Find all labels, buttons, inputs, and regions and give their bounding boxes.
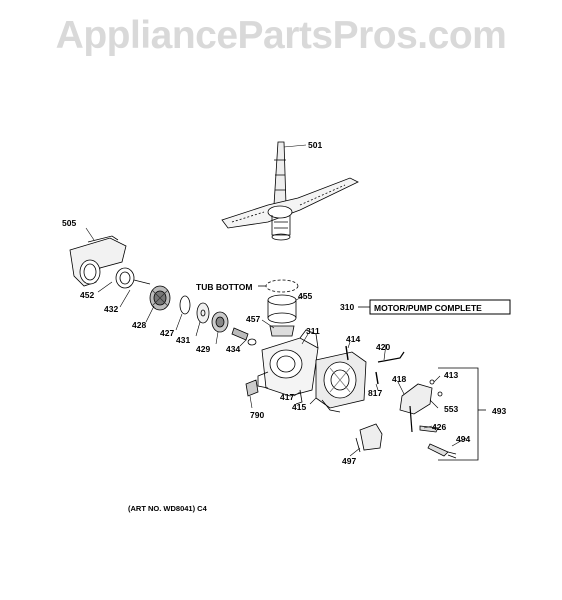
bracket-418-drawing — [399, 379, 443, 433]
tub-bottom-label: TUB BOTTOM — [196, 282, 253, 292]
disc-431-drawing — [196, 302, 210, 324]
impeller-428-drawing — [149, 285, 171, 311]
tub-bottom-ring — [265, 279, 299, 293]
part-number-431: 431 — [176, 335, 190, 345]
part-number-493: 493 — [492, 406, 506, 416]
shaft-434-drawing — [231, 327, 257, 346]
part-number-434: 434 — [226, 344, 240, 354]
part-number-553: 553 — [444, 404, 458, 414]
part-number-432: 432 — [104, 304, 118, 314]
part-number-505: 505 — [62, 218, 76, 228]
part-number-817: 817 — [368, 388, 382, 398]
part-number-414: 414 — [346, 334, 360, 344]
pump-body-311-drawing — [257, 329, 319, 405]
part-number-452: 452 — [80, 290, 94, 300]
motor-pump-number: 310 — [340, 302, 354, 312]
part-number-427: 427 — [160, 328, 174, 338]
seal-455-drawing — [267, 294, 297, 337]
part-number-426: 426 — [432, 422, 446, 432]
ring-427-drawing — [179, 295, 191, 315]
part-number-428: 428 — [132, 320, 146, 330]
housing-505-drawing — [69, 235, 151, 289]
motor-drawing — [315, 351, 367, 413]
group-493-bracket — [438, 367, 479, 461]
bracket-790-drawing — [245, 379, 259, 397]
part-number-413: 413 — [444, 370, 458, 380]
leader-lines — [85, 144, 467, 457]
part-number-501: 501 — [308, 140, 322, 150]
part-number-311: 311 — [306, 326, 320, 336]
part-number-497: 497 — [342, 456, 356, 466]
part-number-429: 429 — [196, 344, 210, 354]
part-number-417: 417 — [280, 392, 294, 402]
part-number-415: 415 — [292, 402, 306, 412]
watermark-text: AppliancePartsPros.com — [55, 14, 507, 57]
spray-arm-501-drawing — [221, 141, 359, 241]
switch-497-drawing — [355, 423, 383, 453]
part-number-790: 790 — [250, 410, 264, 420]
part-number-455: 455 — [298, 291, 312, 301]
part-number-457: 457 — [246, 314, 260, 324]
motor-pump-complete-label: MOTOR/PUMP COMPLETE — [374, 303, 482, 313]
impeller-429-drawing — [211, 311, 229, 333]
art-number: (ART NO. WD8041) C4 — [128, 504, 208, 513]
part-number-418: 418 — [392, 374, 406, 384]
part-number-420: 420 — [376, 342, 390, 352]
part-number-494: 494 — [456, 434, 470, 444]
